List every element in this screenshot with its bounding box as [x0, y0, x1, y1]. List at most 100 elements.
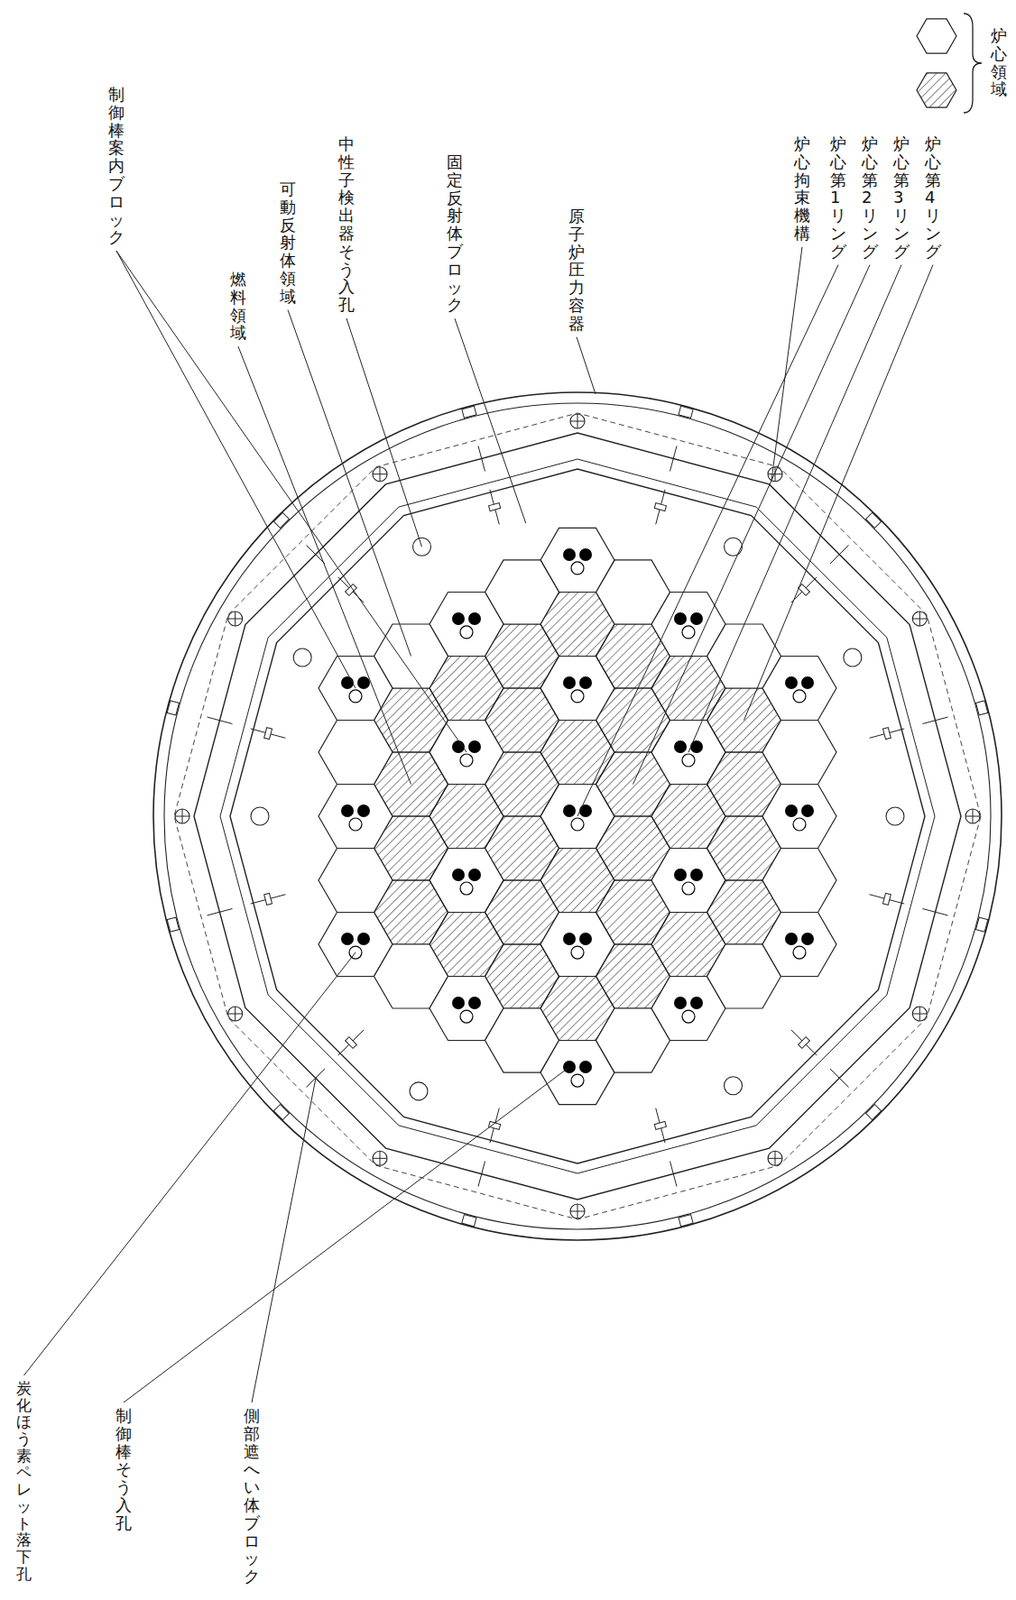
vessel-lug	[273, 1105, 289, 1121]
leader-line	[576, 337, 596, 395]
label: 制御棒案内ブロック	[108, 85, 125, 247]
control-rod-hole	[674, 740, 687, 754]
control-rod-hole	[674, 997, 687, 1010]
reflector-column	[318, 849, 393, 914]
restraint-mechanism	[570, 1204, 585, 1220]
reflector-column	[318, 785, 393, 850]
control-rod-hole	[468, 868, 481, 882]
restraint-mechanism	[175, 809, 190, 824]
hole	[724, 537, 743, 556]
leader-line	[123, 1067, 570, 1404]
restraint-mark	[919, 1006, 921, 1022]
control-rod-hole	[563, 932, 576, 946]
restraint-mechanism	[228, 1006, 243, 1022]
pellet-hole	[571, 946, 584, 960]
pellet-hole	[460, 754, 473, 767]
vessel-lug	[166, 917, 179, 933]
hole	[293, 648, 312, 667]
restraint-mechanism	[767, 467, 783, 482]
label: 炉心第3リング	[893, 135, 910, 261]
hole	[886, 807, 905, 826]
control-rod-hole	[357, 676, 370, 690]
shield-divider	[830, 544, 850, 564]
reflector-divider	[338, 1030, 364, 1056]
control-rod-hole	[468, 740, 481, 754]
restraint-mark	[182, 809, 184, 824]
reflector-key	[654, 1121, 666, 1130]
restraint-mechanism	[228, 611, 243, 627]
leader-line	[116, 250, 467, 753]
restraint-mark	[234, 611, 236, 627]
label: 炉心第2リング	[861, 135, 878, 261]
control-rod-hole	[341, 932, 354, 946]
control-rod-hole	[563, 676, 576, 690]
control-rod-hole	[674, 612, 687, 626]
hole	[409, 1082, 428, 1101]
leader-line	[24, 952, 357, 1377]
restraint-mechanism	[912, 1006, 927, 1022]
leader-line	[577, 265, 839, 817]
vessel-lug	[678, 1215, 693, 1228]
vessel-lug	[976, 917, 989, 933]
reflector-key	[264, 728, 273, 740]
shield-divider	[478, 1162, 486, 1188]
restraint-mark	[577, 1204, 579, 1220]
pellet-hole	[571, 562, 584, 575]
control-rod-hole	[690, 612, 703, 626]
restraint-mark	[379, 467, 381, 482]
reflector-key	[654, 503, 666, 512]
hole	[843, 648, 862, 667]
legend-hexagon	[916, 18, 957, 54]
bracket	[963, 13, 982, 113]
vessel-lug	[866, 1105, 882, 1121]
control-rod-hole	[452, 612, 465, 626]
vessel-lug	[976, 701, 989, 716]
restraint-mechanism	[372, 467, 388, 482]
leader-line	[251, 1078, 316, 1404]
control-rod-hole	[690, 997, 703, 1010]
reflector-key	[345, 1037, 358, 1050]
label: 炉心領域	[990, 27, 1007, 99]
reflector-key	[345, 584, 358, 597]
reflector-divider	[338, 577, 364, 603]
control-rod-hole	[563, 804, 576, 818]
shield-divider	[478, 445, 486, 472]
control-rod-hole	[579, 676, 592, 690]
pellet-hole	[793, 690, 806, 703]
pellet-hole	[682, 626, 695, 639]
restraint-mark	[919, 611, 921, 627]
restraint-mark	[972, 809, 974, 824]
control-rod-hole	[357, 804, 370, 818]
pellet-hole	[571, 690, 584, 703]
control-rod-hole	[452, 997, 465, 1010]
reflector-divider	[791, 1030, 817, 1056]
shield-divider	[305, 544, 325, 564]
pellet-hole	[571, 1074, 584, 1088]
leader-line	[346, 318, 423, 547]
reflector-column	[762, 785, 837, 850]
restraint-mark	[234, 1006, 236, 1022]
reflector-key	[798, 1037, 811, 1050]
leader-line	[116, 250, 356, 689]
shield-divider	[923, 908, 949, 916]
restraint-mechanism	[570, 414, 585, 429]
restraint-mechanism	[965, 809, 980, 824]
shield-divider	[830, 1069, 850, 1089]
label: 可動反射体領域	[279, 180, 296, 306]
restraint-mechanism	[912, 611, 927, 627]
label: 炉心拘束機構	[794, 135, 811, 243]
shield-divider	[206, 717, 232, 725]
reflector-column	[762, 720, 837, 786]
control-rod-hole	[690, 740, 703, 754]
restraint-mark	[379, 1151, 381, 1166]
control-rod-hole	[341, 804, 354, 818]
label: 中性子検出器そう入孔	[338, 135, 355, 315]
control-rod-hole	[357, 932, 370, 946]
leader-line	[287, 310, 412, 657]
control-rod-hole	[563, 548, 576, 562]
control-rod-hole	[801, 932, 814, 946]
pellet-hole	[460, 1010, 473, 1024]
pellet-hole	[682, 1010, 695, 1024]
pellet-hole	[682, 754, 695, 767]
vessel-lug	[273, 512, 289, 528]
